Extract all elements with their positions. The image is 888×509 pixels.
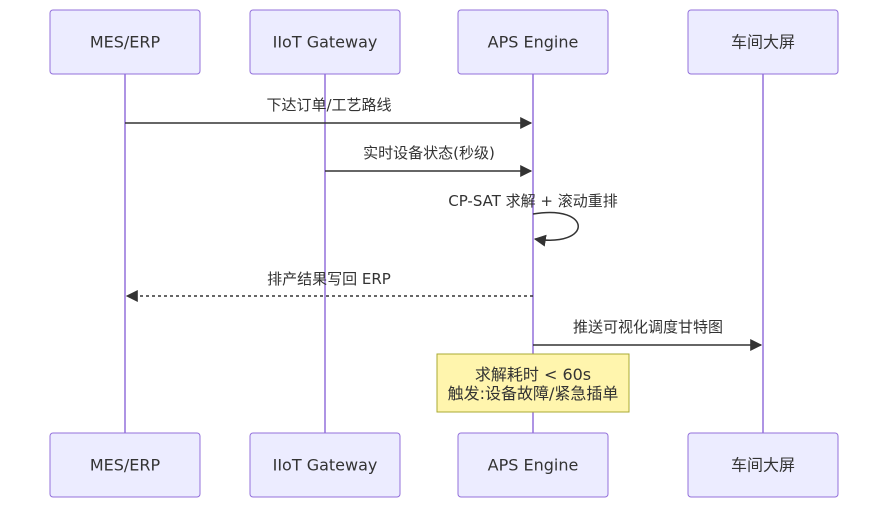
message-label: 实时设备状态(秒级) bbox=[363, 144, 495, 162]
actor-top-screen: 车间大屏 bbox=[687, 9, 839, 75]
note-line-2: 触发:设备故障/紧急插单 bbox=[448, 384, 619, 403]
actor-label: 车间大屏 bbox=[731, 33, 795, 52]
message-1: 下达订单/工艺路线 bbox=[125, 96, 533, 129]
actor-label: IIoT Gateway bbox=[273, 456, 378, 475]
actor-label: MES/ERP bbox=[90, 456, 161, 475]
actor-top-mes: MES/ERP bbox=[49, 9, 201, 75]
actor-bottom-screen: 车间大屏 bbox=[687, 432, 839, 498]
actor-box bbox=[457, 432, 609, 498]
actor-label: IIoT Gateway bbox=[273, 33, 378, 52]
actor-box bbox=[49, 432, 201, 498]
actor-bottom-iiot: IIoT Gateway bbox=[249, 432, 401, 498]
actor-bottom-mes: MES/ERP bbox=[49, 432, 201, 498]
message-label: 推送可视化调度甘特图 bbox=[573, 318, 723, 336]
actor-label: APS Engine bbox=[488, 33, 579, 52]
note-box bbox=[436, 353, 630, 413]
actor-top-aps: APS Engine bbox=[457, 9, 609, 75]
message-2: 实时设备状态(秒级) bbox=[325, 144, 533, 177]
note-line-1: 求解耗时 < 60s bbox=[475, 365, 591, 384]
message-label: CP-SAT 求解 + 滚动重排 bbox=[448, 192, 618, 210]
actor-box bbox=[457, 9, 609, 75]
message-4: 排产结果写回 ERP bbox=[125, 270, 533, 302]
self-loop-arrow bbox=[532, 211, 579, 247]
actor-box bbox=[49, 9, 201, 75]
actor-bottom-aps: APS Engine bbox=[457, 432, 609, 498]
actor-top-iiot: IIoT Gateway bbox=[249, 9, 401, 75]
message-3: CP-SAT 求解 + 滚动重排 bbox=[448, 192, 618, 247]
actor-box bbox=[249, 9, 401, 75]
actor-label: MES/ERP bbox=[90, 33, 161, 52]
actor-box bbox=[687, 432, 839, 498]
message-5: 推送可视化调度甘特图 bbox=[533, 318, 763, 351]
actor-label: 车间大屏 bbox=[731, 456, 795, 475]
message-label: 排产结果写回 ERP bbox=[267, 270, 391, 288]
actor-box bbox=[249, 432, 401, 498]
actor-box bbox=[687, 9, 839, 75]
actor-label: APS Engine bbox=[488, 456, 579, 475]
message-label: 下达订单/工艺路线 bbox=[266, 96, 391, 114]
